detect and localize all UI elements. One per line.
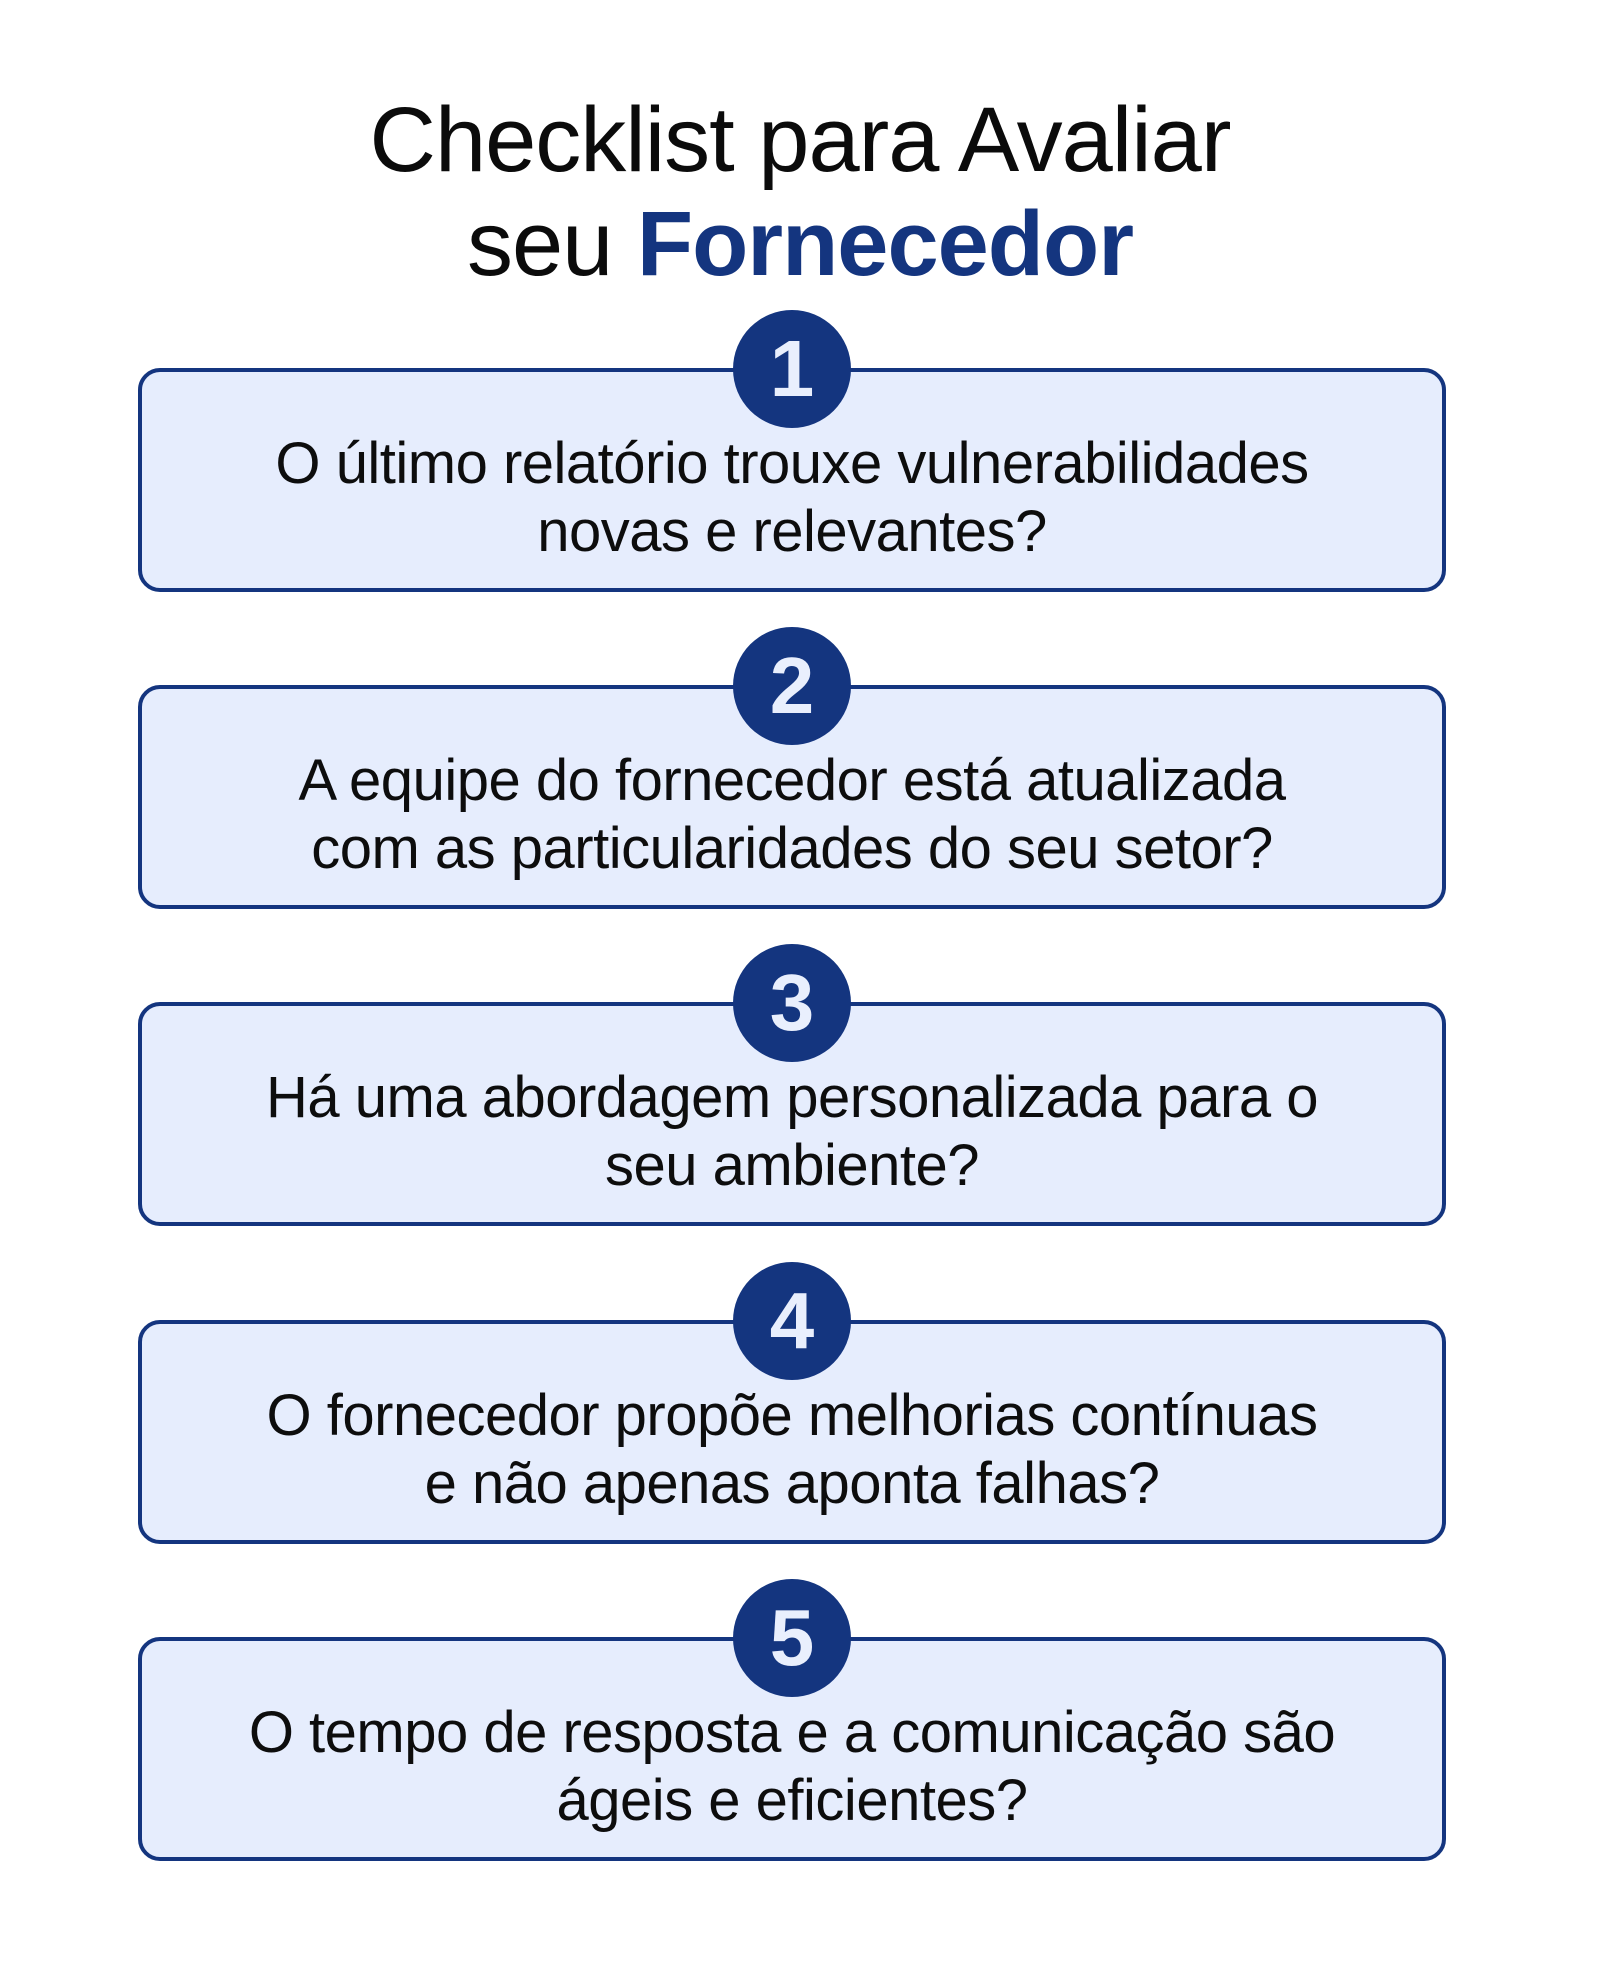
number-badge: 4 [733, 1262, 851, 1380]
checklist-item-1: 1 O último relatório trouxe vulnerabilid… [138, 310, 1446, 592]
question-line-1: A equipe do fornecedor está atualizada [298, 748, 1286, 813]
title-line-1: Checklist para Avaliar [369, 89, 1232, 191]
checklist-item-2: 2 A equipe do fornecedor está atualizada… [138, 627, 1446, 909]
number-badge: 5 [733, 1579, 851, 1697]
checklist-item-3: 3 Há uma abordagem personalizada para o … [138, 944, 1446, 1226]
question-line-1: O último relatório trouxe vulnerabilidad… [275, 431, 1309, 496]
question-line-2: com as particularidades do seu setor? [311, 816, 1273, 881]
question-line-2: ágeis e eficientes? [556, 1768, 1028, 1833]
checklist-item-4: 4 O fornecedor propõe melhorias contínua… [138, 1262, 1446, 1544]
question-line-2: novas e relevantes? [537, 499, 1047, 564]
question-line-1: Há uma abordagem personalizada para o [266, 1065, 1318, 1130]
page-title: Checklist para Avaliar seu Fornecedor [0, 88, 1600, 296]
title-line-2: seu Fornecedor [0, 192, 1600, 296]
title-plain: seu [467, 193, 637, 295]
checklist-question: O tempo de resposta e a comunicação são … [142, 1699, 1442, 1835]
checklist-question: Há uma abordagem personalizada para o se… [142, 1064, 1442, 1200]
question-line-1: O tempo de resposta e a comunicação são [248, 1700, 1336, 1765]
number-badge: 3 [733, 944, 851, 1062]
question-line-2: e não apenas aponta falhas? [424, 1451, 1160, 1516]
checklist-question: A equipe do fornecedor está atualizada c… [142, 747, 1442, 883]
checklist-item-5: 5 O tempo de resposta e a comunicação sã… [138, 1579, 1446, 1861]
question-line-1: O fornecedor propõe melhorias contínuas [266, 1383, 1318, 1448]
title-accent: Fornecedor [636, 193, 1134, 295]
number-badge: 1 [733, 310, 851, 428]
question-line-2: seu ambiente? [605, 1133, 979, 1198]
checklist-question: O último relatório trouxe vulnerabilidad… [142, 430, 1442, 566]
number-badge: 2 [733, 627, 851, 745]
checklist-question: O fornecedor propõe melhorias contínuas … [142, 1382, 1442, 1518]
